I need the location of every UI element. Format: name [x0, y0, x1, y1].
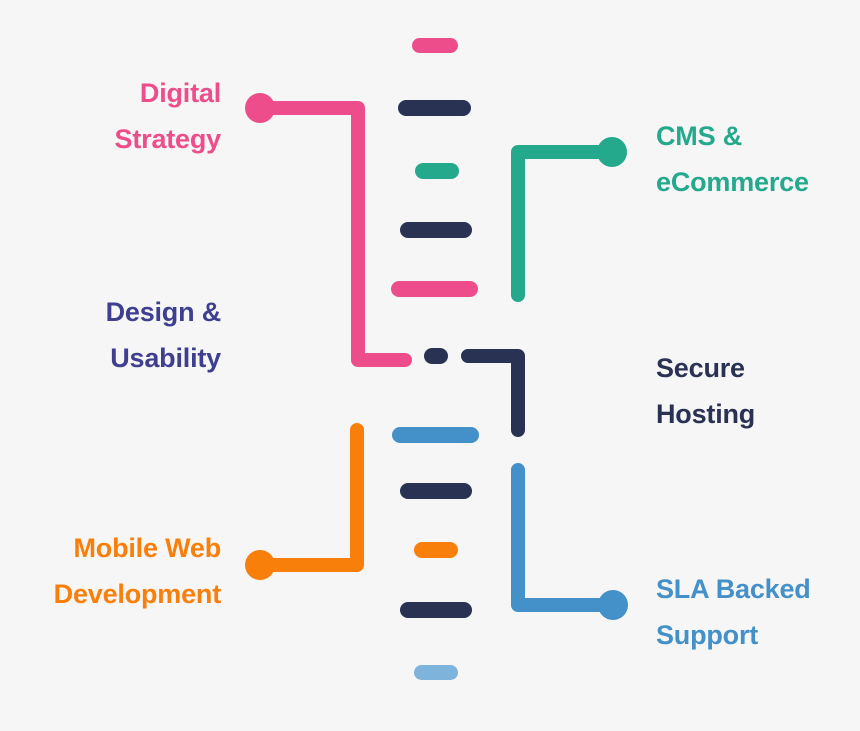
endpoint-dot-cms-ecommerce — [597, 137, 627, 167]
node-label-design-usability: Design & Usability — [105, 297, 222, 373]
connector-sla-backed-support — [511, 463, 620, 612]
node-label-secure-hosting: Secure Hosting — [656, 353, 756, 429]
spine-dash — [398, 100, 471, 116]
connector-digital-strategy — [253, 101, 412, 367]
spine-dash — [392, 427, 479, 443]
node-label-digital-strategy: Digital Strategy — [114, 78, 222, 154]
node-label-cms-ecommerce: CMS & eCommerce — [656, 121, 809, 197]
endpoint-dot-mobile-web-development — [245, 550, 275, 580]
spine-dash — [414, 665, 458, 680]
spine-dash — [412, 38, 458, 53]
spine-dash — [424, 348, 448, 364]
spine-dash — [391, 281, 478, 297]
node-label-mobile-web-development: Mobile Web Development — [53, 533, 222, 609]
endpoint-dot-group — [245, 93, 628, 620]
node-label-sla-backed-support: SLA Backed Support — [656, 574, 811, 650]
spine-dash — [400, 222, 472, 238]
connector-group — [253, 101, 620, 612]
endpoint-dot-digital-strategy — [245, 93, 275, 123]
connector-secure-hosting — [461, 349, 525, 437]
endpoint-dot-sla-backed-support — [598, 590, 628, 620]
spine-dash — [415, 163, 459, 179]
spine-dash — [414, 542, 458, 558]
connector-cms-ecommerce — [511, 145, 619, 302]
spine-dash-group — [391, 38, 479, 680]
spine-dash — [400, 483, 472, 499]
connector-mobile-web-development — [253, 423, 364, 572]
spine-dash — [400, 602, 472, 618]
